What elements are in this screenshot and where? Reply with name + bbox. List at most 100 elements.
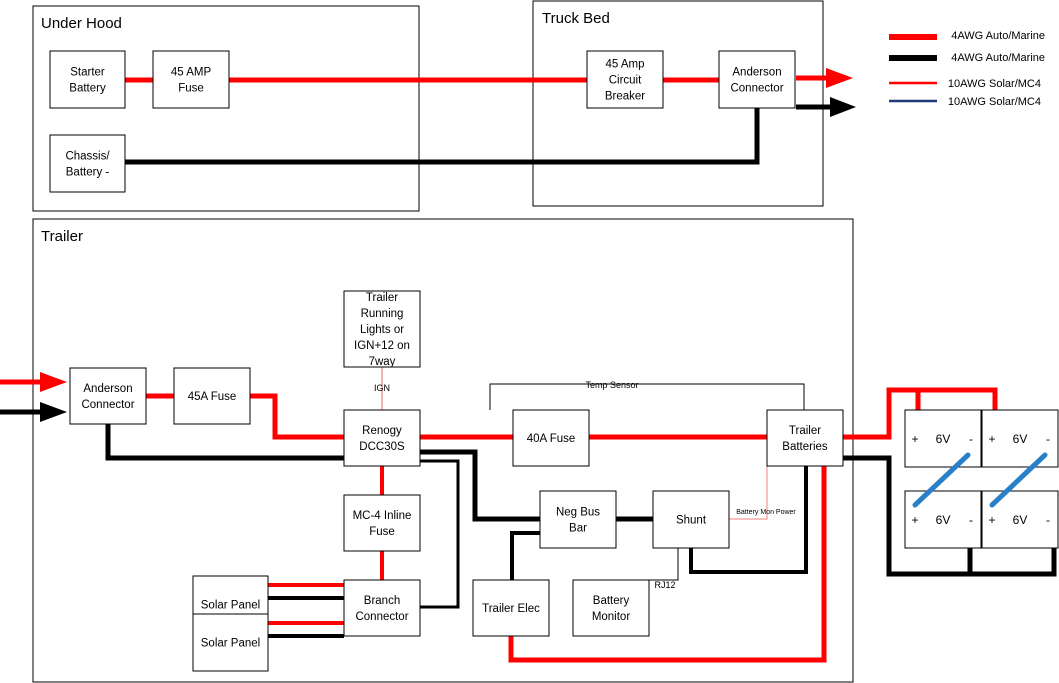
wire-renogy-to-branch-neg (420, 459, 460, 609)
battery-minus-label: - (1046, 432, 1050, 446)
mc4-inline-fuse-box-label: Fuse (369, 526, 395, 538)
battery-minus-label: - (1046, 513, 1050, 527)
arrow-truck-negative-icon (830, 97, 856, 117)
wire-renogy-to-neg-bus (420, 449, 540, 522)
starter-battery-box-label: Starter (70, 67, 105, 79)
wire-battery-mon-power (729, 466, 768, 520)
trailer-batteries-box-label: Batteries (782, 441, 828, 453)
branch-connector-box-label: Branch (364, 595, 400, 607)
battery-mon-power-label: Battery Mon Power (736, 509, 796, 516)
battery-voltage-label: 6V (936, 513, 951, 527)
shunt-box-frame (652, 490, 730, 549)
hood-45-amp-fuse-box-label: Fuse (178, 83, 204, 95)
legend-label: 10AWG Solar/MC4 (948, 78, 1041, 90)
trailer-title: Trailer (41, 228, 83, 245)
circuit-breaker-box-label: 45 Amp (606, 59, 645, 71)
neg-bus-bar-box-label: Neg Bus (556, 507, 600, 519)
truck-anderson-connector-box-frame (718, 50, 796, 109)
trailer-45a-fuse-box-frame (173, 367, 251, 425)
chassis-ground-box-label: Chassis/ (65, 151, 110, 163)
legend-label: 4AWG Auto/Marine (951, 30, 1045, 42)
renogy-dcc30s-box-label: DCC30S (359, 441, 405, 453)
branch-connector-box-label: Connector (355, 611, 408, 623)
wire-batteries-to-trailer-elec (508, 466, 827, 663)
mc4-inline-fuse-box-label: MC-4 Inline (353, 510, 412, 522)
renogy-dcc30s-box-frame (343, 409, 421, 467)
trailer-batteries-box-label: Trailer (789, 425, 821, 437)
battery-cell: +6V - (981, 409, 1059, 468)
arrow-trailer-positive-icon (40, 372, 67, 392)
solar-panel-2-box-frame (192, 613, 269, 672)
battery-minus-label: - (969, 432, 973, 446)
trailer-elec-box: Trailer Elec (472, 579, 550, 637)
battery-monitor-box-label: Battery (593, 595, 630, 607)
wire-bank-positive (843, 387, 998, 440)
mc4-inline-fuse-box-frame (343, 494, 421, 552)
under-hood-title: Under Hood (41, 15, 122, 32)
trailer-elec-box-label: Trailer Elec (482, 603, 540, 615)
fuse-40a-box-frame (512, 409, 590, 467)
hood-45-amp-fuse-box-frame (152, 50, 230, 109)
starter-battery-box-frame (49, 50, 126, 109)
chassis-ground-box: Chassis/Battery - (49, 134, 126, 193)
ign-label: IGN (374, 383, 390, 393)
running-lights-box-label: 7way (369, 356, 396, 368)
running-lights-box-label: Trailer (366, 292, 398, 304)
hood-45-amp-fuse-box-label: 45 AMP (171, 67, 212, 79)
solar-panel-2-box: Solar Panel (192, 613, 269, 672)
battery-monitor-box-frame (572, 579, 650, 637)
chassis-ground-box-label: Battery - (66, 167, 110, 179)
neg-bus-bar-box-label: Bar (569, 523, 587, 535)
battery-cell: +6V- (981, 490, 1059, 549)
solar-panel-2-box-label: Solar Panel (201, 638, 260, 650)
battery-series-jumper (912, 452, 971, 508)
truck-bed-title: Truck Bed (542, 10, 610, 27)
battery-minus-label: - (969, 513, 973, 527)
wire-fuse-to-renogy (250, 393, 344, 440)
battery-voltage-label: 6V (936, 432, 951, 446)
wire-chassis-ground (125, 107, 760, 165)
renogy-dcc30s-box-label: Renogy (362, 425, 402, 437)
shunt-box-label: Shunt (676, 515, 707, 527)
trailer-45a-fuse-box-label: 45A Fuse (188, 391, 237, 403)
circuit-breaker-box-label: Breaker (605, 91, 645, 103)
legend-label: 10AWG Solar/MC4 (948, 96, 1041, 108)
truck-bed-section (532, 0, 824, 207)
trailer-anderson-connector-box-label: Connector (81, 399, 134, 411)
battery-plus-label: + (911, 432, 918, 446)
running-lights-box-label: IGN+12 on (354, 340, 410, 352)
legend-label: 4AWG Auto/Marine (951, 52, 1045, 64)
battery-plus-label: + (988, 432, 995, 446)
arrow-truck-positive-icon (826, 68, 853, 88)
truck-anderson-connector-box-label: Anderson (732, 67, 781, 79)
battery-cell: +6V - (904, 409, 982, 468)
battery-series-jumper (989, 452, 1048, 508)
battery-cell: +6V- (904, 490, 982, 549)
arrow-trailer-negative-icon (40, 402, 67, 422)
trailer-elec-box-frame (472, 579, 550, 637)
battery-voltage-label: 6V (1013, 432, 1028, 446)
chassis-ground-box-frame (49, 134, 126, 193)
trailer-section (32, 218, 854, 683)
shunt-box: Shunt (652, 490, 730, 549)
truck-anderson-connector-box-label: Connector (730, 83, 783, 95)
trailer-45a-fuse-box: 45A Fuse (173, 367, 251, 425)
battery-monitor-box-label: Monitor (592, 611, 631, 623)
under-hood-section (32, 5, 420, 212)
circuit-breaker-box-label: Circuit (609, 75, 642, 87)
trailer-batteries-box-frame (766, 409, 844, 467)
temp-sensor-label: Temp Sensor (585, 380, 638, 390)
neg-bus-bar-box-frame (539, 490, 617, 549)
wire-bank-negative (843, 455, 1057, 577)
circuit-breaker-box-frame (586, 50, 664, 109)
branch-connector-box-frame (343, 579, 421, 637)
